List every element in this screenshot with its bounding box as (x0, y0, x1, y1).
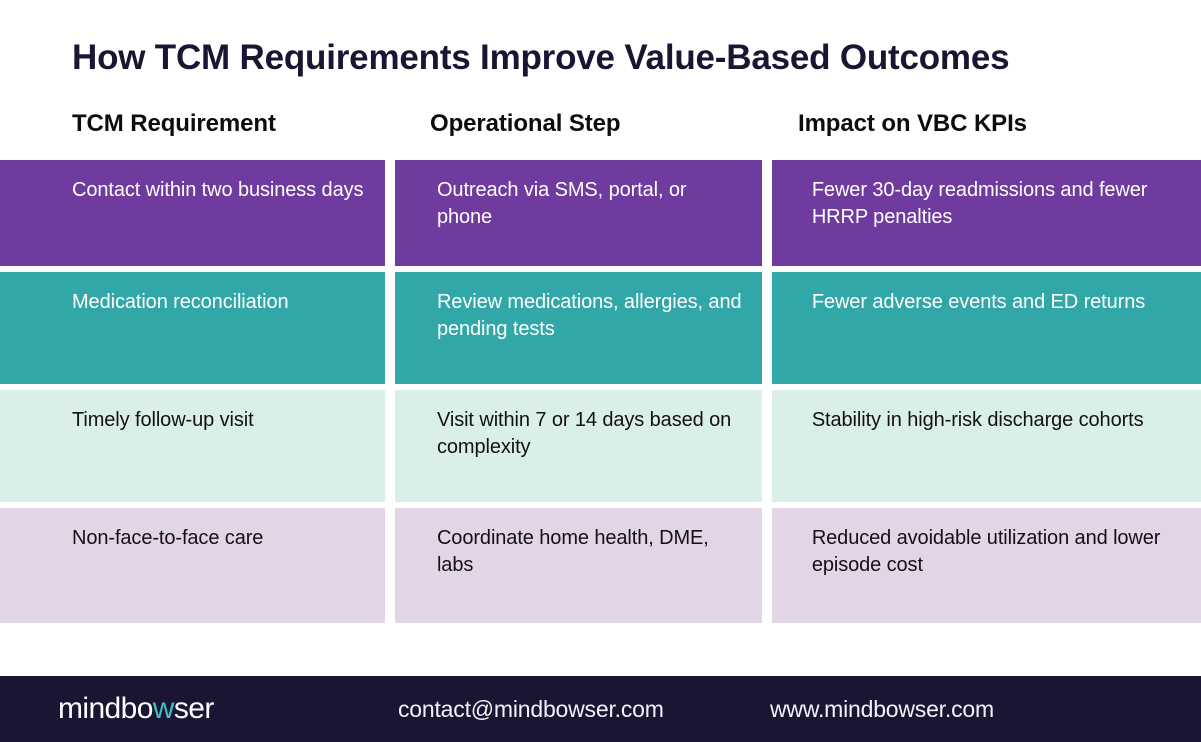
cell-requirement: Medication reconciliation (0, 272, 385, 384)
table-row: Contact within two business days Outreac… (0, 160, 1201, 266)
cell-impact: Fewer 30-day readmissions and fewer HRRP… (771, 160, 1201, 266)
table-row: Timely follow-up visit Visit within 7 or… (0, 390, 1201, 502)
column-header-operational-step: Operational Step (430, 110, 621, 137)
cell-impact: Stability in high-risk discharge cohorts (771, 390, 1201, 502)
comparison-table: TCM Requirement Operational Step Impact … (0, 88, 1201, 629)
cell-impact: Fewer adverse events and ED returns (771, 272, 1201, 384)
logo-text-pre: mindbo (58, 692, 153, 725)
mindbowser-logo: mindbowser (0, 692, 398, 726)
cell-step: Outreach via SMS, portal, or phone (394, 160, 762, 266)
logo-text-post: ser (173, 692, 214, 725)
footer-website[interactable]: www.mindbowser.com (770, 696, 994, 722)
table-header-row: TCM Requirement Operational Step Impact … (0, 88, 1201, 160)
page-title: How TCM Requirements Improve Value-Based… (72, 38, 1010, 77)
footer-bar: mindbowser contact@mindbowser.com www.mi… (0, 676, 1201, 742)
column-header-impact-vbc-kpis: Impact on VBC KPIs (798, 110, 1027, 137)
table-row: Non-face-to-face care Coordinate home he… (0, 508, 1201, 623)
logo-text-accent: w (152, 692, 175, 725)
cell-requirement: Timely follow-up visit (0, 390, 385, 502)
cell-impact: Reduced avoidable utilization and lower … (771, 508, 1201, 623)
footer-email[interactable]: contact@mindbowser.com (398, 696, 664, 722)
cell-step: Visit within 7 or 14 days based on compl… (394, 390, 762, 502)
cell-step: Review medications, allergies, and pendi… (394, 272, 762, 384)
cell-requirement: Non-face-to-face care (0, 508, 385, 623)
table-row: Medication reconciliation Review medicat… (0, 272, 1201, 384)
title-section: How TCM Requirements Improve Value-Based… (0, 0, 1201, 88)
column-header-tcm-requirement: TCM Requirement (72, 110, 276, 137)
cell-requirement: Contact within two business days (0, 160, 385, 266)
cell-step: Coordinate home health, DME, labs (394, 508, 762, 623)
